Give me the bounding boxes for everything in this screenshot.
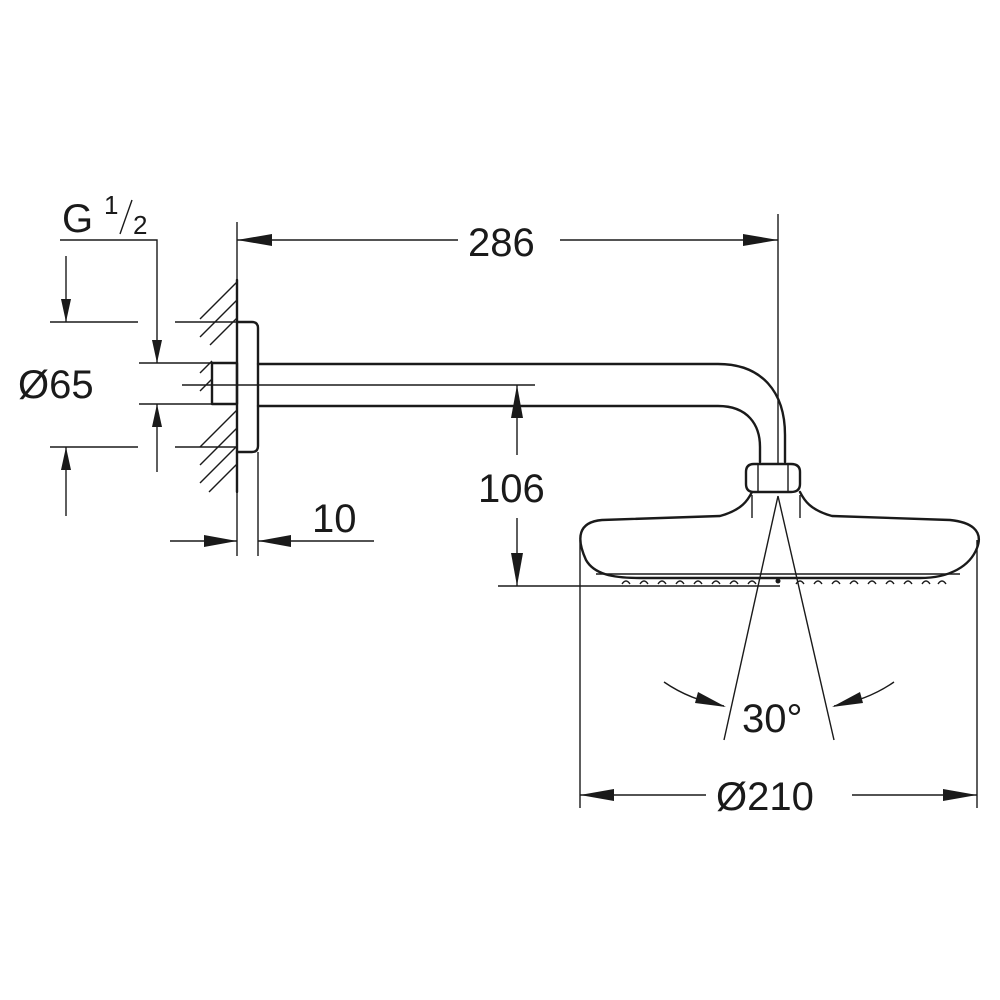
head-diameter-dimension: Ø210 bbox=[579, 540, 978, 819]
spray-angle-label: 30° bbox=[742, 697, 803, 741]
shower-arm bbox=[182, 362, 787, 464]
spray-nozzles bbox=[621, 578, 947, 585]
wall-hatching bbox=[199, 278, 239, 494]
shower-head bbox=[579, 490, 980, 585]
arm-length-dimension: 286 bbox=[236, 214, 779, 464]
spray-angle-dimension: 30° bbox=[663, 495, 895, 741]
swivel-nut bbox=[744, 462, 802, 494]
thread-fraction-denominator: 2 bbox=[133, 210, 147, 240]
flange-diameter-dimension: Ø65 bbox=[18, 256, 237, 516]
flange-diameter-label: Ø65 bbox=[18, 363, 94, 407]
arm-length-label: 286 bbox=[468, 221, 535, 265]
wall-connector bbox=[210, 361, 239, 406]
wall-gap-dimension: 10 bbox=[170, 452, 374, 556]
head-diameter-label: Ø210 bbox=[716, 775, 814, 819]
drop-height-dimension: 106 bbox=[478, 385, 780, 587]
thread-dimension: G 1 2 bbox=[60, 190, 212, 472]
thread-label: G bbox=[62, 197, 93, 241]
wall-flange bbox=[235, 320, 260, 454]
thread-fraction-numerator: 1 bbox=[104, 190, 118, 220]
drop-height-label: 106 bbox=[478, 467, 545, 511]
wall-gap-label: 10 bbox=[312, 497, 357, 541]
